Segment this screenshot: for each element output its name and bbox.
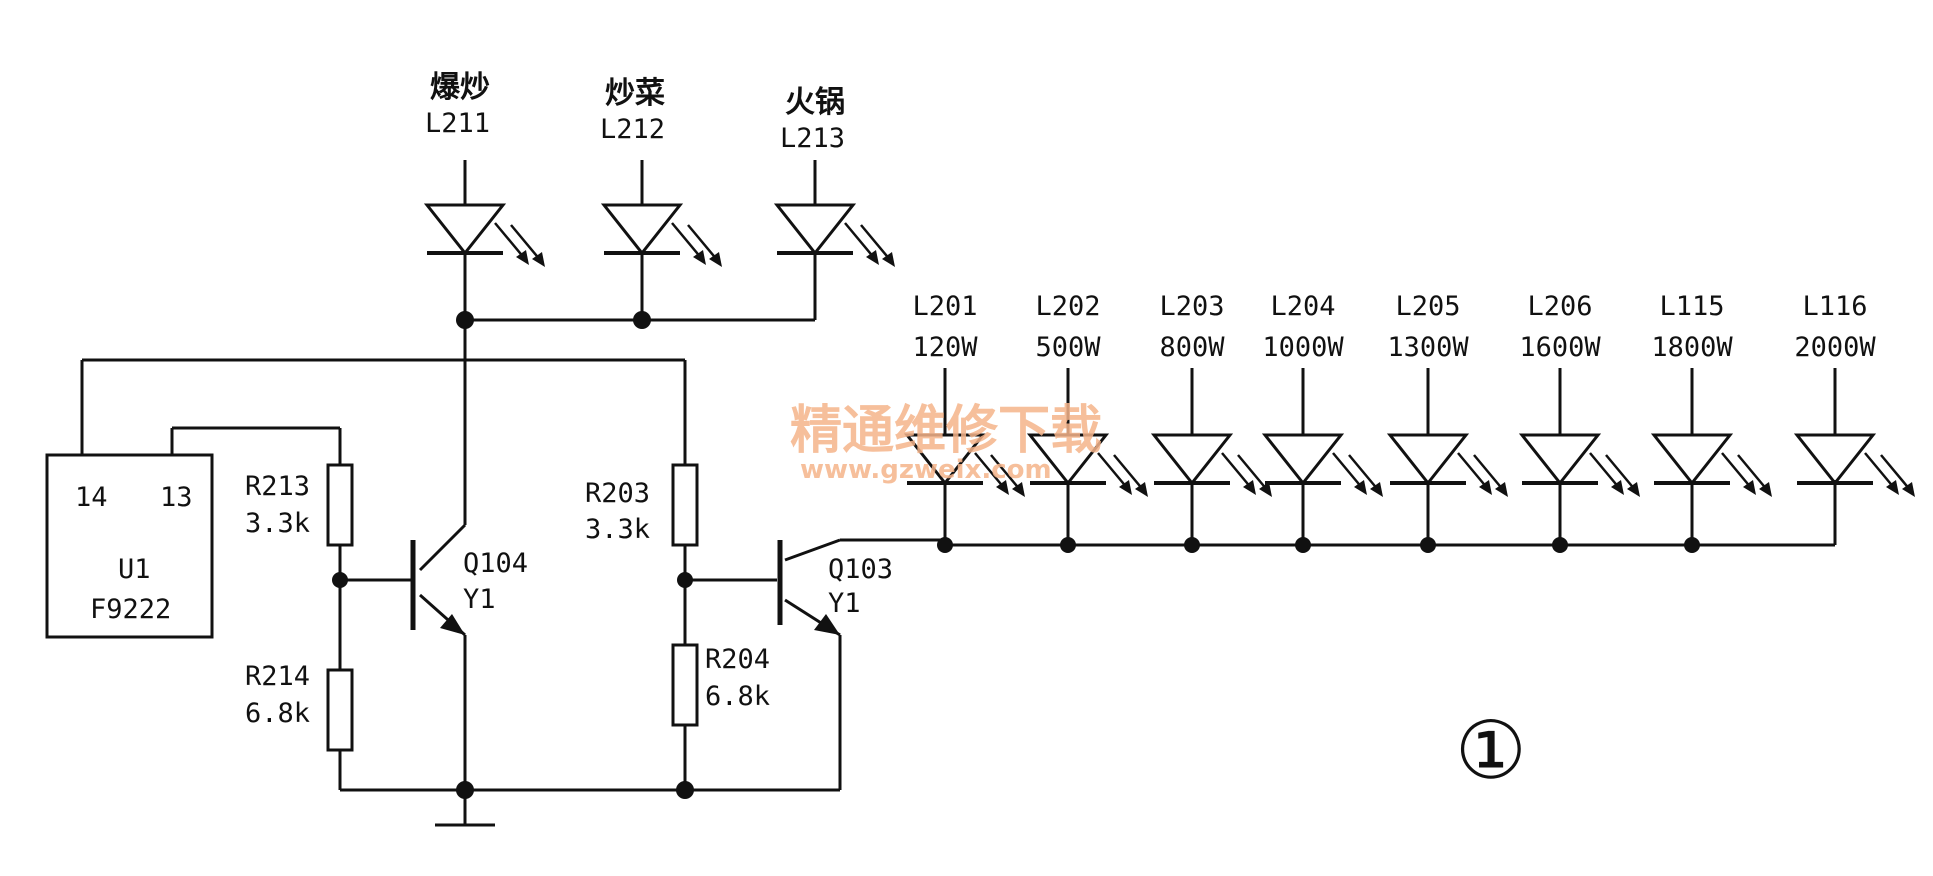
ic-pin-13: 13 bbox=[160, 482, 193, 513]
led-l212-symbol bbox=[600, 203, 722, 267]
led-l206-power: 1600W bbox=[1519, 332, 1601, 363]
l206-junction bbox=[1552, 537, 1568, 553]
l202-junction bbox=[1060, 537, 1076, 553]
junctions bbox=[332, 311, 694, 799]
led-l213-ref: L213 bbox=[780, 123, 845, 154]
q103-ref: Q103 bbox=[828, 554, 893, 585]
led-l204-symbol bbox=[1261, 433, 1383, 497]
r203-value: 3.3k bbox=[585, 514, 650, 545]
watermark-text: 精通维修下载 bbox=[790, 401, 1102, 461]
led-l211-ref: L211 bbox=[425, 108, 490, 139]
ic-part: F9222 bbox=[90, 594, 171, 625]
led-l213-symbol bbox=[773, 203, 895, 267]
led-l116-ref: L116 bbox=[1802, 291, 1867, 322]
ic-name: U1 bbox=[118, 554, 151, 585]
led-l211-symbol bbox=[423, 203, 545, 267]
q104-type: Y1 bbox=[463, 584, 496, 615]
led-l116-symbol bbox=[1793, 433, 1915, 497]
l203-junction bbox=[1184, 537, 1200, 553]
led-l205-symbol bbox=[1386, 433, 1508, 497]
q103-type: Y1 bbox=[828, 588, 861, 619]
r214-value: 6.8k bbox=[245, 698, 310, 729]
led-l203-power: 800W bbox=[1159, 332, 1225, 363]
led-l206-ref: L206 bbox=[1527, 291, 1592, 322]
led-l212-ref: L212 bbox=[600, 114, 665, 145]
led-l204-power: 1000W bbox=[1262, 332, 1344, 363]
l204-junction bbox=[1295, 537, 1311, 553]
r213-ref: R213 bbox=[245, 471, 310, 502]
figure-number: ① bbox=[1455, 704, 1527, 797]
u1-chip bbox=[45, 453, 214, 639]
led-l213-name: 火锅 bbox=[785, 85, 845, 120]
r203-ref: R203 bbox=[585, 478, 650, 509]
led-l115-ref: L115 bbox=[1659, 291, 1724, 322]
led-l204-ref: L204 bbox=[1270, 291, 1335, 322]
q104-ref: Q104 bbox=[463, 548, 528, 579]
led-l115-symbol bbox=[1650, 433, 1772, 497]
transistor-bars bbox=[410, 540, 783, 630]
led-l211-name: 爆炒 bbox=[430, 70, 490, 105]
l115-junction bbox=[1684, 537, 1700, 553]
led-l205-power: 1300W bbox=[1387, 332, 1469, 363]
r203-body bbox=[671, 463, 699, 547]
led-l212-name: 炒菜 bbox=[605, 76, 665, 111]
ic-pin-14: 14 bbox=[75, 482, 108, 513]
r213-body bbox=[326, 463, 354, 547]
led-l205-ref: L205 bbox=[1395, 291, 1460, 322]
led-l206-symbol bbox=[1518, 433, 1640, 497]
led-l202-ref: L202 bbox=[1035, 291, 1100, 322]
l201-junction bbox=[937, 537, 953, 553]
l205-junction bbox=[1420, 537, 1436, 553]
led-l115-power: 1800W bbox=[1651, 332, 1733, 363]
led-l203-ref: L203 bbox=[1159, 291, 1224, 322]
led-l201-ref: L201 bbox=[912, 291, 977, 322]
watermark-url: www.gzweix.com bbox=[800, 455, 1052, 485]
r204-body bbox=[671, 643, 699, 727]
q104-emitter-arrow bbox=[440, 614, 465, 635]
led-l202-symbol bbox=[1026, 433, 1148, 497]
led-l202-power: 500W bbox=[1035, 332, 1101, 363]
power-led-group bbox=[903, 368, 1915, 553]
r214-ref: R214 bbox=[245, 661, 310, 692]
r213-value: 3.3k bbox=[245, 508, 310, 539]
power-led-labels: L201 120W L202 500W L203 800W L204 1000W L205 130… bbox=[912, 291, 1876, 363]
r214-body bbox=[326, 668, 354, 752]
led-l201-power: 120W bbox=[912, 332, 978, 363]
r204-ref: R204 bbox=[705, 644, 770, 675]
r204-value: 6.8k bbox=[705, 681, 770, 712]
led-l203-symbol bbox=[1150, 433, 1272, 497]
led-l116-power: 2000W bbox=[1794, 332, 1876, 363]
q103-emitter-arrow bbox=[814, 614, 840, 635]
top-led-group bbox=[423, 203, 895, 267]
